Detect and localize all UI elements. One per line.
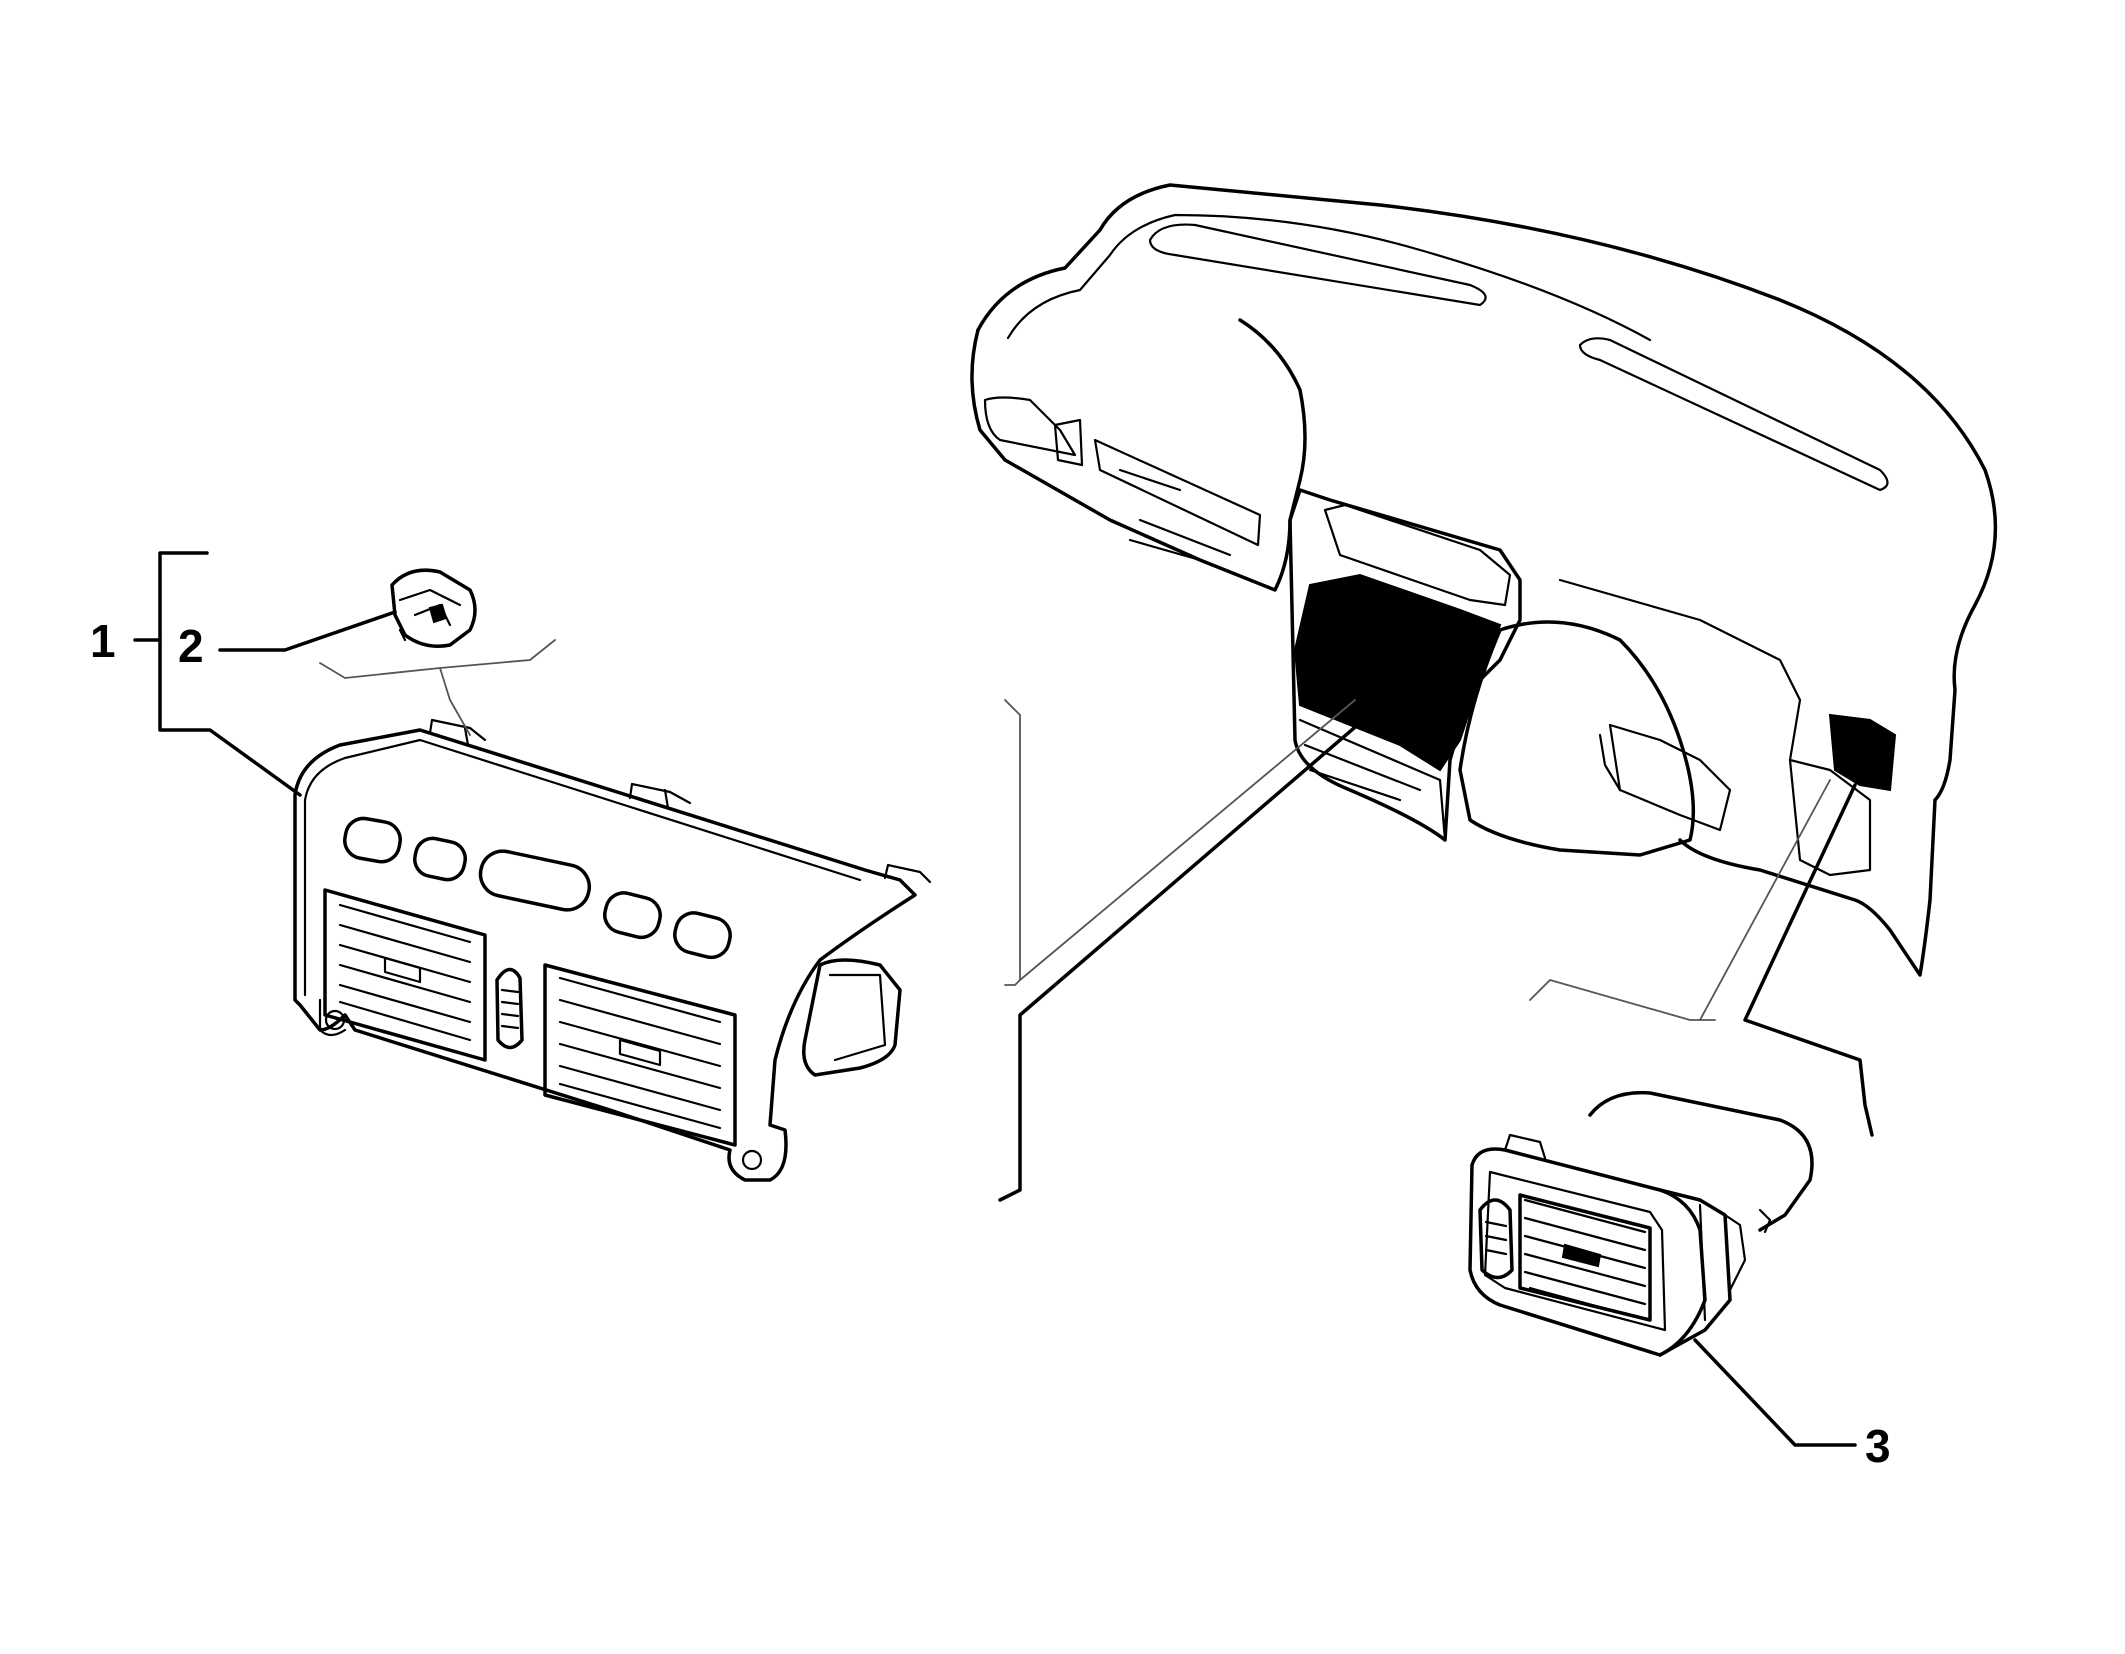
central-duct-opening <box>1293 573 1502 772</box>
leader-line-3 <box>1693 1338 1857 1447</box>
callout-1: 1 <box>90 615 116 667</box>
bracket-callout-1 <box>133 551 302 797</box>
left-grille <box>323 888 487 1062</box>
right-grille <box>543 963 737 1147</box>
callout-3: 3 <box>1865 1420 1891 1472</box>
clip-part <box>390 568 477 648</box>
central-vent-panel <box>293 718 932 1182</box>
dashboard <box>970 183 1998 977</box>
side-vent-part <box>1468 1090 1814 1357</box>
leader-line-2 <box>218 610 397 652</box>
side-vent-opening <box>1828 713 1897 792</box>
callout-2: 2 <box>178 620 204 672</box>
